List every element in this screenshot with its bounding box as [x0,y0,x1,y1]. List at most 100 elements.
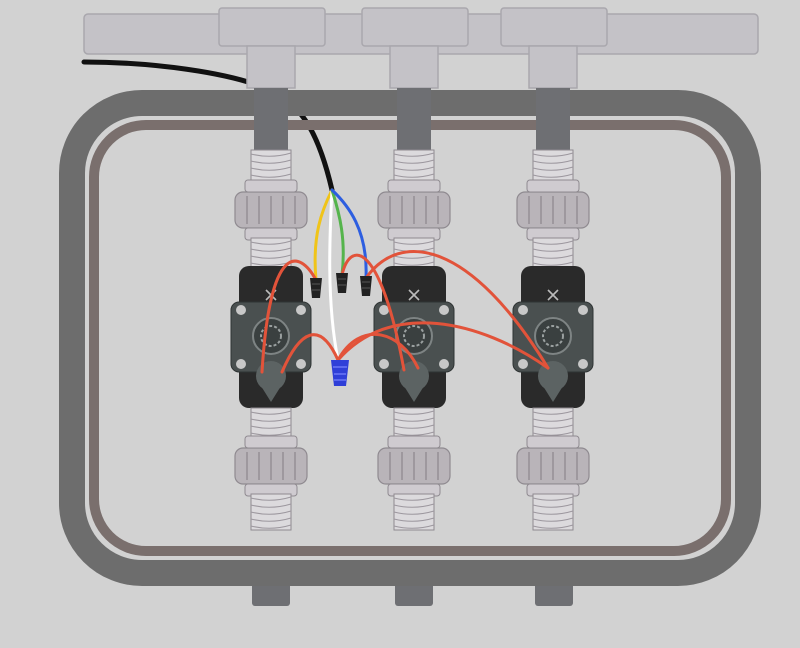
bleed-screw [408,289,420,301]
thread-line [532,510,574,515]
thread-line [532,417,574,422]
thread-line [393,503,435,508]
thread-line [250,410,292,415]
tee-outlet [528,45,578,89]
bolt [518,305,528,315]
wire-green [330,188,345,277]
bolt [578,305,588,315]
thread-line [393,410,435,415]
thread-line [250,524,292,529]
riser-pipe [536,88,570,158]
wire-nut-icon [360,276,372,296]
bolt [236,305,246,315]
thread-line [532,424,574,429]
thread-line [532,247,574,252]
wire-yellow [313,188,334,282]
bolt [439,359,449,369]
thread-line [532,261,574,266]
thread-line [393,417,435,422]
thread-line [393,524,435,529]
wire-nut-icon [331,360,349,386]
bolt [296,359,306,369]
thread-line [532,240,574,245]
red-wire-v2-a [340,253,406,372]
thread-line [532,503,574,508]
bolt [578,359,588,369]
union-collar [526,435,580,449]
pipe-union-lower-2 [377,435,451,497]
pipe-threads-mid-1 [250,237,292,269]
flow-dial-ring [542,325,564,347]
thread-line [532,410,574,415]
wire-blue [330,188,368,280]
valve-column-2 [373,149,455,531]
pipe-threads-bottom-2 [393,493,435,531]
thread-line [250,496,292,501]
pipe-threads-bottom-3 [532,493,574,531]
thread-line [532,166,574,171]
bolt [379,305,389,315]
thread-line [250,173,292,178]
thread-line [393,166,435,171]
tee-body [361,7,469,47]
pipe-union-upper-2 [377,179,451,241]
thread-line [393,240,435,245]
tee-body [218,7,326,47]
pipe-union-upper-3 [516,179,590,241]
flow-dial [252,317,290,355]
solenoid-tip [404,386,424,402]
solenoid-valve-icon [230,266,312,408]
solenoid-tip [261,386,281,402]
bleed-screw [547,289,559,301]
flow-dial [534,317,572,355]
red-wire-v1-b [280,333,340,374]
union-collar [387,435,441,449]
valve-column-3 [512,149,594,531]
solenoid-cap [399,361,429,391]
thread-line [250,166,292,171]
tee-outlet [389,45,439,89]
wire-nut-icon [336,273,348,293]
flow-dial-ring [260,325,282,347]
thread-line [393,152,435,157]
riser-pipe [254,88,288,158]
thread-line [393,261,435,266]
bolt [379,359,389,369]
solenoid-valve-icon [512,266,594,408]
thread-line [393,159,435,164]
pipe-threads-low-3 [532,407,574,439]
wire-white [328,188,340,362]
bolt [439,305,449,315]
thread-line [532,517,574,522]
union-collar [244,435,298,449]
thread-line [250,240,292,245]
manifold-tee-2 [361,7,469,158]
bolt [518,359,528,369]
red-wire-v2-b [336,332,420,370]
thread-line [393,431,435,436]
thread-line [250,254,292,259]
bolt [296,305,306,315]
thread-line [250,503,292,508]
thread-line [250,247,292,252]
wire-nut-icon [310,278,322,298]
pipe-threads-low-2 [393,407,435,439]
thread-line [250,159,292,164]
thread-line [250,510,292,515]
tee-outlet [246,45,296,89]
thread-line [250,152,292,157]
thread-line [250,431,292,436]
pipe-threads-bottom-1 [250,493,292,531]
manifold-tee-3 [500,7,608,158]
wire-connectors [310,273,372,386]
wiring [260,188,550,374]
thread-line [393,254,435,259]
thread-line [393,510,435,515]
thread-line [532,159,574,164]
pipe-union-lower-1 [234,435,308,497]
bolt [236,359,246,369]
thread-line [393,173,435,178]
thread-line [250,417,292,422]
